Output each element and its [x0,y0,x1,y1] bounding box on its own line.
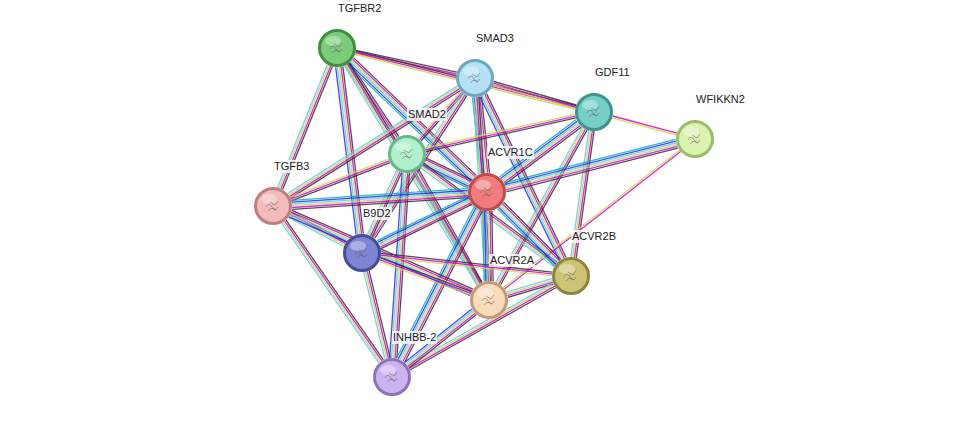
interaction-edge [483,211,493,281]
protein-node: ACVR1C [468,173,506,211]
edge-evidence-line [492,211,493,281]
edge-evidence-line [410,288,556,370]
node-label: TGFB3 [273,160,310,173]
edge-evidence-line [494,82,576,106]
interaction-edge [612,116,677,135]
edge-evidence-line [336,67,356,234]
node-label: ACVR2B [571,230,617,243]
edge-evidence-line [351,61,474,179]
interaction-edge [377,196,472,248]
interaction-edge [493,82,576,109]
interaction-edge [289,210,473,295]
edge-evidence-line [378,198,469,242]
protein-node: ACVR2A [470,281,508,319]
edge-evidence-line [425,161,471,183]
protein-node: B9D2 [343,234,381,272]
edge-evidence-line [291,212,472,291]
edge-evidence-line [379,261,470,295]
node-circle [373,358,411,396]
edge-evidence-line [493,83,575,107]
edge-evidence-line [504,202,561,259]
interaction-edge [364,271,390,359]
edge-evidence-line [367,271,388,358]
edge-evidence-line [408,285,554,367]
edge-evidence-line [425,114,575,148]
node-label: ACVR1C [487,146,534,159]
edge-evidence-line [282,223,379,363]
protein-node: TGFB3 [254,187,292,225]
node-label: ACVR2A [489,254,535,267]
edge-evidence-line [364,272,385,359]
edge-evidence-line [483,211,484,281]
edge-evidence-line [490,211,491,281]
interaction-edge [507,279,554,298]
edge-evidence-line [283,222,380,362]
protein-node: TGFBR2 [318,29,356,67]
interaction-edge [379,258,472,295]
edge-evidence-line [488,211,489,281]
node-circle [552,257,590,295]
edge-evidence-line [493,85,575,109]
edge-evidence-line [290,214,471,293]
edge-evidence-line [366,272,387,359]
node-circle [343,234,381,272]
node-circle [676,120,714,158]
node-circle [456,59,494,97]
edge-evidence-line [292,191,468,203]
edge-evidence-line [369,271,390,358]
edge-evidence-line [502,204,559,261]
edge-evidence-line [379,200,470,244]
node-circle [318,29,356,67]
node-circle [468,173,506,211]
protein-node: SMAD3 [456,59,494,97]
edge-evidence-line [380,201,471,245]
edge-evidence-line [290,215,471,294]
protein-node: GDF11 [575,93,613,131]
edge-evidence-line [380,258,471,292]
interaction-edge [381,253,553,275]
edge-evidence-line [380,260,471,294]
edge-evidence-line [613,116,677,133]
node-label: WFIKKN2 [695,93,746,106]
edge-evidence-line [289,217,470,296]
edge-evidence-line [424,163,470,185]
edge-evidence-line [505,151,681,289]
edge-evidence-line [350,62,473,180]
node-label: INHBB-2 [392,331,437,344]
edge-evidence-line [285,221,382,361]
node-circle [575,93,613,131]
protein-node: WFIKKN2 [676,120,714,158]
edge-evidence-line [485,211,486,281]
edge-evidence-line [292,189,468,201]
edge-evidence-line [487,211,488,281]
protein-node: SMAD2 [388,135,426,173]
protein-node: ACVR2B [552,257,590,295]
node-label: SMAD2 [407,108,447,121]
interaction-edge [503,150,680,289]
node-circle [470,281,508,319]
interaction-edge [407,283,556,370]
node-label: GDF11 [594,66,631,79]
edge-evidence-line [372,172,401,236]
edge-evidence-line [356,50,457,72]
edge-evidence-line [612,118,676,135]
node-label: SMAD3 [475,32,515,45]
interaction-edge [422,158,472,188]
node-label: B9D2 [362,207,392,220]
node-label: TGFBR2 [337,2,382,15]
node-circle [388,135,426,173]
protein-node: INHBB-2 [373,358,411,396]
edge-evidence-line [426,116,576,150]
node-circle [254,187,292,225]
